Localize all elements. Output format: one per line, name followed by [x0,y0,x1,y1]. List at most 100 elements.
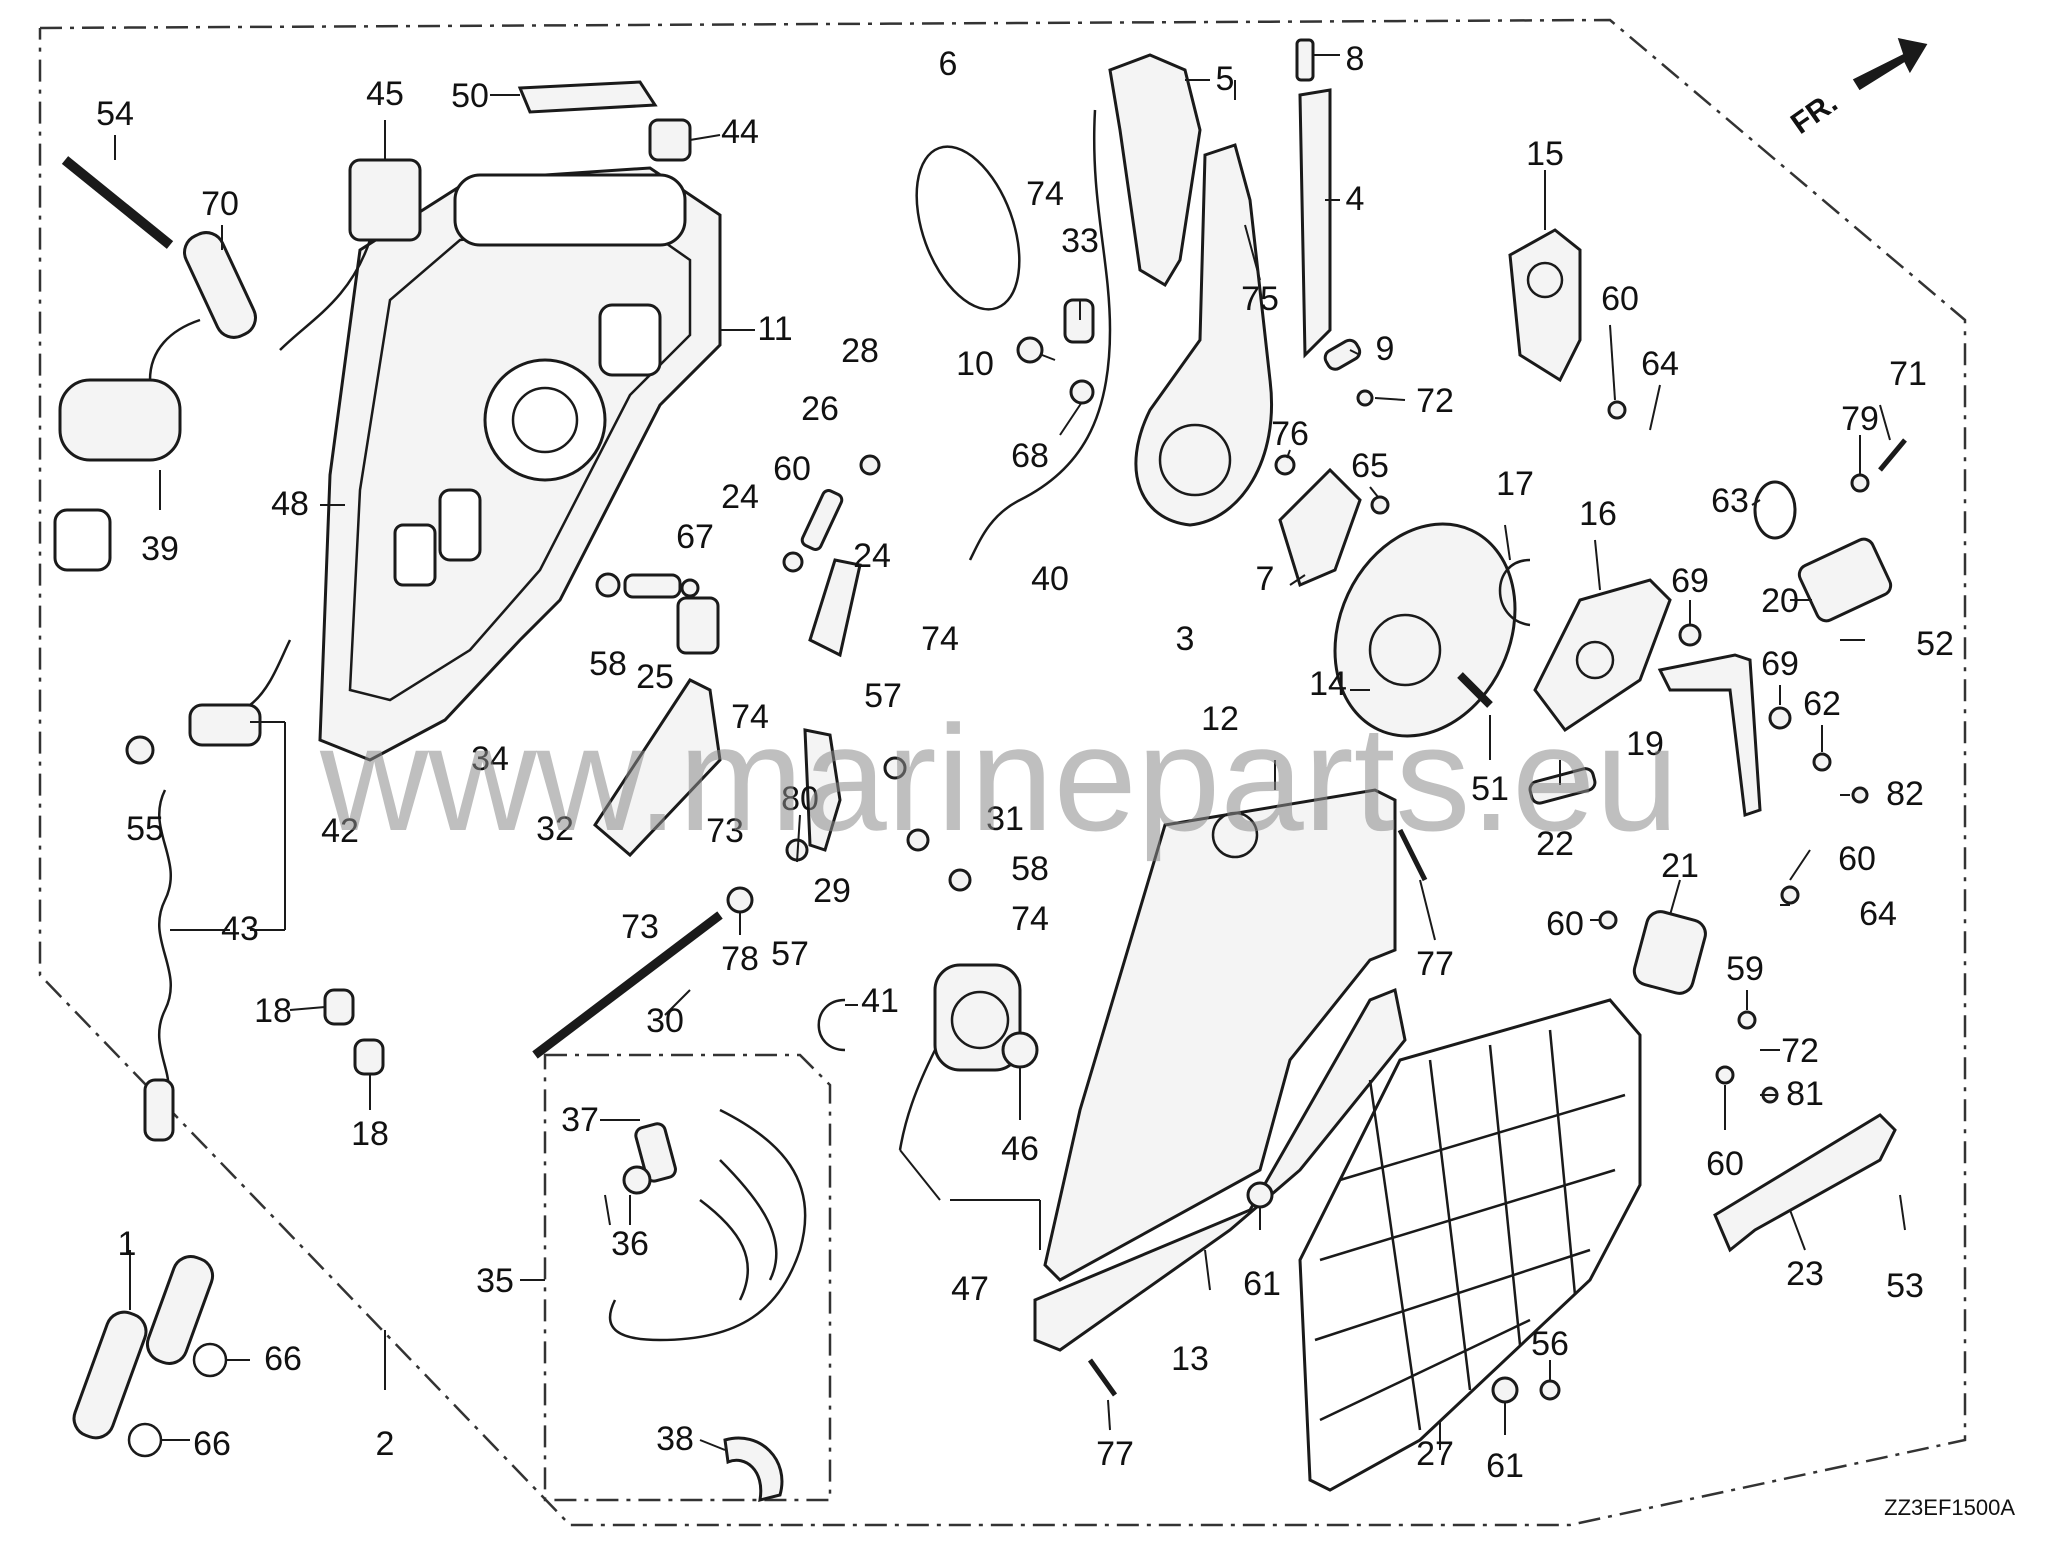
bracket-24-b [808,558,862,658]
cover-27-grid [1314,1029,1626,1431]
part-label: 82 [1886,775,1924,813]
bracket-15-shape [1508,228,1582,383]
bracket-15-hole [1526,261,1564,299]
part-label: 66 [264,1340,302,1378]
part-label: 73 [621,908,659,946]
part-label: 73 [706,812,744,850]
cover-13-shape [1033,987,1407,1352]
trim-switch-shape [933,963,1022,1072]
part-label: 63 [1711,482,1749,520]
harness-wires [608,1108,807,1342]
grommet-b-shape [353,1038,385,1076]
band-38-shape [723,1436,784,1503]
lever-23-shape [1713,1113,1897,1253]
cap-36-shape [622,1165,652,1195]
screw-8-shape [1295,38,1315,82]
bolt-51-shape [1457,672,1493,708]
part-label: 15 [1526,135,1564,173]
part-label: 51 [1471,770,1509,808]
part-label: 45 [366,75,404,113]
ignition-key-shape [53,508,112,572]
screw-72-a-shape [1356,389,1374,407]
lever-5-shape [1108,53,1202,288]
part-label: 69 [1761,645,1799,683]
part-label: 57 [864,677,902,715]
nut-10-shape [1016,336,1044,364]
front-direction-label: FR. [1785,86,1844,141]
part-label: 40 [1031,560,1069,598]
switch-panel-wires [279,239,372,351]
part-label: 23 [1786,1255,1824,1293]
part-label: 79 [1841,400,1879,438]
part-label: 56 [1531,1325,1569,1363]
link-9-shape [1323,338,1362,371]
part-label: 8 [1346,40,1365,78]
part-label: 69 [1671,562,1709,600]
plate-shape [517,80,658,114]
clip-shape [648,118,692,162]
lever-plate-3-hub [1158,423,1232,497]
collar-67 [680,578,700,598]
part-label: 46 [1001,1130,1039,1168]
part-label: 19 [1626,725,1664,763]
part-label: 74 [731,698,769,736]
part-label: 77 [1096,1435,1134,1473]
tube-b-shape [145,1255,215,1365]
part-label: 32 [536,810,574,848]
part-label: 77 [1416,945,1454,983]
collar-69-a [1678,623,1702,647]
part-label: 60 [1838,840,1876,878]
link-32-shape [593,678,722,858]
part-label: 16 [1579,495,1617,533]
part-label: 74 [1011,900,1049,938]
part-label: 13 [1171,1340,1209,1378]
part-label: 57 [771,935,809,973]
part-label: 41 [861,982,899,1020]
left-housing-switch [598,303,662,377]
ring-63-shape [1753,480,1797,540]
part-label: 30 [646,1002,684,1040]
part-label: 50 [451,77,489,115]
washer-60-low [1715,1065,1735,1085]
left-housing-grip [453,173,687,247]
ring-6-shape [915,145,1021,311]
nut-56 [1539,1379,1561,1401]
part-label: 35 [476,1262,514,1300]
label-leaders [604,1194,611,1226]
part-label: 48 [271,485,309,523]
link-29-shape [803,728,842,852]
part-label: 60 [773,450,811,488]
part-label: 6 [939,45,958,83]
clip-41-shape [817,998,846,1052]
part-label: 31 [986,800,1024,838]
part-label: 37 [561,1101,599,1139]
part-label: 78 [721,940,759,978]
part-label: 58 [1011,850,1049,888]
switch-panel-shape [348,158,422,242]
part-label: 53 [1886,1267,1924,1305]
part-label: 59 [1726,950,1764,988]
washer-55 [125,735,155,765]
nut-78 [726,886,754,914]
part-label: 28 [841,332,879,370]
part-label: 68 [1011,437,1049,475]
part-label: 36 [611,1225,649,1263]
nut-28 [859,454,881,476]
part-label: 66 [193,1425,231,1463]
washer-60-21 [1598,910,1618,930]
switch-21-shape [1632,910,1707,995]
rod-30-shape [532,911,723,1059]
washer-57-a [883,756,907,780]
part-label: 9 [1376,330,1395,368]
part-label: 64 [1859,895,1897,933]
plate-16-hole [1575,640,1615,680]
washer-58-a [595,572,621,598]
part-label: 61 [1243,1265,1281,1303]
part-label: 24 [721,478,759,516]
collar-60-a [782,551,804,573]
part-label: 39 [141,530,179,568]
part-label: 3 [1176,620,1195,658]
drawing-code: ZZ3EF1500A [1884,1495,2015,1520]
lanyard-coil [158,789,172,1111]
part-label: 38 [656,1420,694,1458]
